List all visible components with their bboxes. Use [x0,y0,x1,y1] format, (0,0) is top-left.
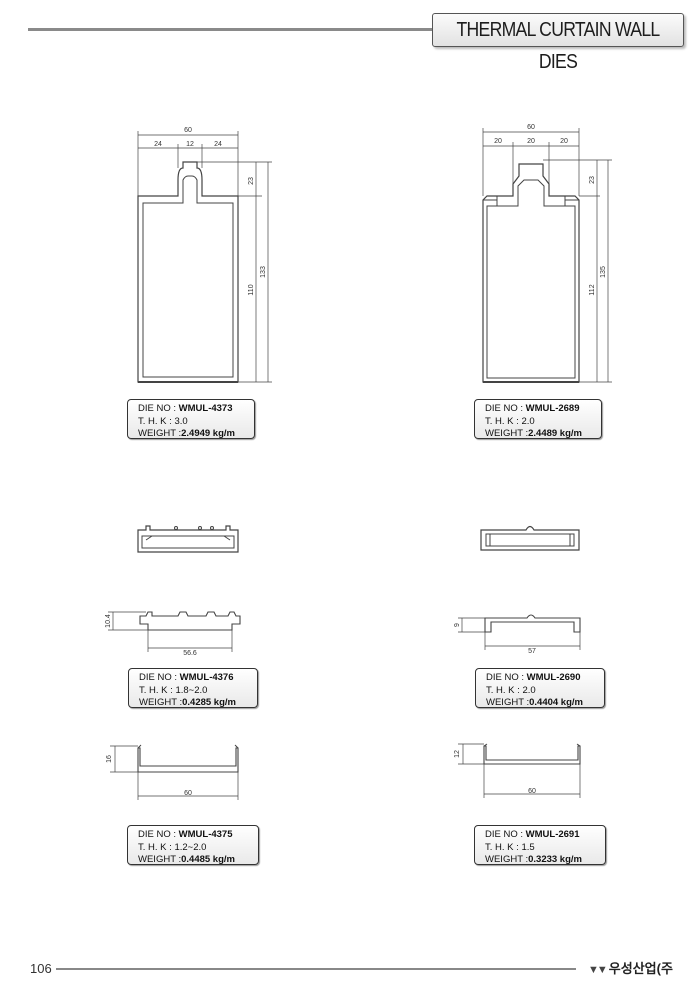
dimensions-wmul-4376 [108,611,233,652]
dim-label: 110 [248,284,255,295]
die-no-label: DIE NO : [138,829,177,840]
thk-label: T. H. K : [486,684,520,696]
die-no-label: DIE NO : [485,403,524,414]
die-info-card: DIE NO : WMUL-4375 T. H. K : 1.2~2.0 WEI… [127,825,259,865]
weight-value: 0.4404 kg/m [529,697,583,708]
weight-label: WEIGHT : [139,697,183,708]
weight-value: 2.4489 kg/m [528,428,582,439]
profile-wmul-2690 [484,614,581,633]
weight-label: WEIGHT : [485,854,529,865]
thk-value: 1.5 [521,841,535,853]
dimensions-wmul-4373 [137,131,272,383]
weight-value: 2.4949 kg/m [181,428,235,439]
thk-value: 2.0 [521,415,535,427]
profile-wmul-4376-iso [137,525,239,553]
header-rule [28,28,438,31]
thk-value: 1.2~2.0 [174,841,207,853]
dimensions-wmul-2690 [458,617,581,650]
page-number: 106 [30,961,52,976]
thk-label: T. H. K : [138,841,172,853]
profile-wmul-2689 [482,163,580,383]
dim-label: 24 [154,141,162,148]
weight-value: 0.3233 kg/m [528,854,582,865]
dim-label: 12 [454,750,461,758]
thk-value: 2.0 [522,684,536,696]
dim-label: 16 [106,755,113,763]
dim-label: 23 [589,176,596,184]
weight-value: 0.4285 kg/m [182,697,236,708]
footer-rule [56,968,576,970]
dim-label: 23 [248,177,255,185]
dimensions-wmul-4375 [110,745,239,800]
weight-label: WEIGHT : [485,428,529,439]
die-no: WMUL-4376 [179,672,234,683]
die-no: WMUL-2690 [526,672,581,683]
dim-label: 20 [560,138,568,145]
weight-label: WEIGHT : [138,428,182,439]
dim-label: 60 [528,788,536,795]
die-no: WMUL-4375 [178,829,233,840]
die-info-card: DIE NO : WMUL-4373 T. H. K : 3.0 WEIGHT … [127,399,255,439]
dim-label: 112 [589,284,596,295]
thk-value: 1.8~2.0 [175,684,208,696]
dim-label: 135 [600,266,607,278]
thk-label: T. H. K : [485,841,519,853]
dim-label: 20 [527,138,535,145]
company-logo: ▼▼우성산업(주 [588,958,673,977]
dim-label: 10.4 [105,614,112,628]
company-name: 우성산업(주 [608,961,673,976]
die-no: WMUL-2691 [525,829,580,840]
dim-label: 133 [260,266,267,278]
weight-label: WEIGHT : [138,854,182,865]
profile-wmul-2690-iso [480,525,580,551]
thk-value: 3.0 [174,415,188,427]
profile-wmul-4373 [137,161,239,383]
dim-label: 9 [454,623,461,627]
dim-label: 60 [184,790,192,797]
die-no: WMUL-4373 [178,403,233,414]
profile-wmul-2691 [483,743,581,765]
die-info-card: DIE NO : WMUL-2691 T. H. K : 1.5 WEIGHT … [474,825,606,865]
dim-label: 12 [186,141,194,148]
weight-value: 0.4485 kg/m [181,854,235,865]
section-title-tab: THERMAL CURTAIN WALL DIES [432,13,684,73]
dim-label: 57 [528,648,536,655]
section-title: THERMAL CURTAIN WALL DIES [456,19,660,73]
thk-label: T. H. K : [138,415,172,427]
die-no-label: DIE NO : [486,672,525,683]
dimensions-wmul-2689 [482,128,612,383]
profile-wmul-4376 [139,611,241,631]
dimensions-wmul-2691 [458,743,581,798]
die-info-card: DIE NO : WMUL-2689 T. H. K : 2.0 WEIGHT … [474,399,602,439]
dim-label: 60 [184,127,192,134]
die-no-label: DIE NO : [485,829,524,840]
die-info-card: DIE NO : WMUL-2690 T. H. K : 2.0 WEIGHT … [475,668,605,708]
thk-label: T. H. K : [139,684,173,696]
company-logo-icon: ▼▼ [588,964,608,976]
die-info-card: DIE NO : WMUL-4376 T. H. K : 1.8~2.0 WEI… [128,668,258,708]
die-no: WMUL-2689 [525,403,580,414]
dim-label: 24 [214,141,222,148]
dim-label: 60 [527,124,535,131]
thk-label: T. H. K : [485,415,519,427]
dim-label: 20 [494,138,502,145]
weight-label: WEIGHT : [486,697,530,708]
die-no-label: DIE NO : [139,672,178,683]
die-no-label: DIE NO : [138,403,177,414]
profile-wmul-4375 [137,744,239,773]
dim-label: 56.6 [183,650,197,657]
